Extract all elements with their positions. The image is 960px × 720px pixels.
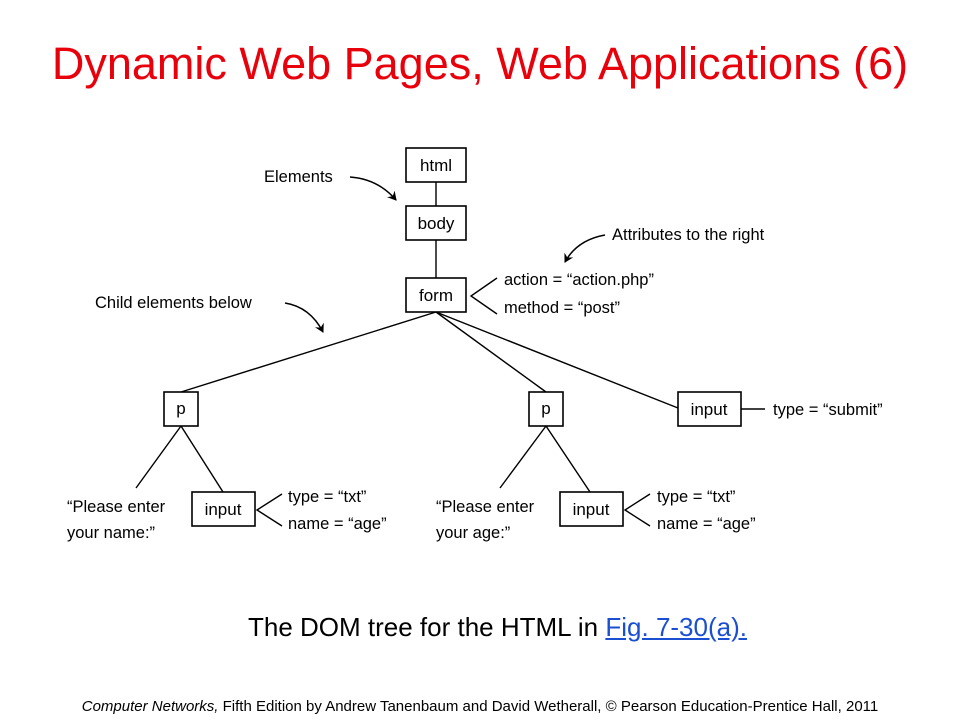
edge-p2-text bbox=[499, 425, 547, 489]
edge-p1-input1 bbox=[180, 425, 224, 493]
connector-input2-attributes bbox=[623, 493, 651, 527]
edge-p1-text bbox=[135, 425, 182, 489]
annotation-child-elements-below: Child elements below bbox=[95, 294, 252, 312]
child-elements-arrow bbox=[284, 302, 324, 333]
text-node-name-line2: your name:” bbox=[67, 524, 155, 542]
node-input-age-label: input bbox=[573, 500, 610, 519]
node-input-name-label: input bbox=[205, 500, 242, 519]
node-body: body bbox=[405, 205, 467, 241]
attr-input2-type: type = “txt” bbox=[657, 488, 735, 506]
annotation-elements: Elements bbox=[264, 168, 333, 186]
node-p2-label: p bbox=[541, 399, 550, 418]
node-html-label: html bbox=[420, 156, 452, 175]
edge-form-p1 bbox=[180, 311, 437, 393]
dom-tree-diagram: html body form p p input input input Ele… bbox=[67, 147, 883, 542]
footer-credits: Fifth Edition by Andrew Tanenbaum and Da… bbox=[218, 698, 879, 715]
figure-caption: The DOM tree for the HTML in Fig. 7-30(a… bbox=[0, 610, 960, 644]
node-input-name: input bbox=[191, 491, 256, 527]
attr-submit-type: type = “submit” bbox=[773, 401, 883, 419]
node-body-label: body bbox=[418, 214, 455, 233]
node-form: form bbox=[405, 277, 467, 313]
attr-input1-type: type = “txt” bbox=[288, 488, 366, 506]
connector-input1-attributes bbox=[255, 493, 283, 527]
slide-title: Dynamic Web Pages, Web Applications (6) bbox=[51, 38, 909, 89]
text-node-age-line2: your age:” bbox=[436, 524, 510, 542]
node-input-submit: input bbox=[677, 391, 742, 427]
connector-form-attributes bbox=[469, 277, 498, 315]
node-form-label: form bbox=[419, 286, 453, 305]
edge-form-p2 bbox=[435, 311, 547, 393]
edge-p2-input2 bbox=[545, 425, 591, 493]
attributes-arrow bbox=[564, 234, 606, 263]
attr-form-method: method = “post” bbox=[504, 299, 620, 317]
node-p1-label: p bbox=[176, 399, 185, 418]
node-p1: p bbox=[163, 391, 199, 427]
caption-text: The DOM tree for the HTML in bbox=[248, 612, 606, 642]
attr-input2-name: name = “age” bbox=[657, 515, 756, 533]
node-input-submit-label: input bbox=[691, 400, 728, 419]
edge-form-input3 bbox=[435, 311, 679, 409]
slide-footer: Computer Networks, Fifth Edition by Andr… bbox=[0, 698, 960, 716]
elements-arrow bbox=[349, 176, 397, 201]
attr-form-action: action = “action.php” bbox=[504, 271, 654, 289]
node-input-age: input bbox=[559, 491, 624, 527]
text-node-age-line1: “Please enter bbox=[436, 498, 535, 516]
attr-input1-name: name = “age” bbox=[288, 515, 387, 533]
footer-book-title: Computer Networks, bbox=[81, 698, 219, 715]
text-node-name-line1: “Please enter bbox=[67, 498, 166, 516]
annotation-attributes-right: Attributes to the right bbox=[612, 226, 765, 244]
node-html: html bbox=[405, 147, 467, 183]
figure-link[interactable]: Fig. 7-30(a). bbox=[605, 612, 747, 642]
node-p2: p bbox=[528, 391, 564, 427]
